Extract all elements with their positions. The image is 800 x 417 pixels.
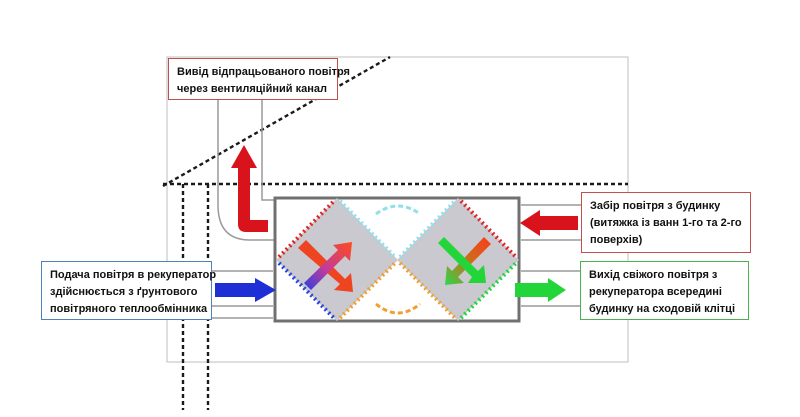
label-line: Забір повітря з будинку	[590, 200, 721, 212]
label-line: (витяжка із ванн 1-го та 2-го	[590, 217, 742, 229]
label-line: будинку на сходовій клітці	[589, 303, 735, 315]
cool-flow-arc	[375, 204, 421, 216]
label-fresh-out: Вихід свіжого повітря з рекуператора все…	[580, 261, 749, 320]
label-line: Подача повітря в рекуператор	[50, 269, 217, 281]
label-intake-house: Забір повітря з будинку (витяжка із ванн…	[581, 192, 751, 253]
supply-arrow	[215, 278, 276, 302]
label-line: Вихід свіжого повітря з	[589, 269, 718, 281]
flow-arrows-right	[438, 237, 491, 285]
label-line: повітряного теплообмінника	[50, 303, 208, 315]
fresh-air-arrow	[515, 278, 566, 302]
label-line: поверхів)	[590, 234, 643, 246]
exhaust-arrow	[231, 145, 268, 232]
label-line: Вивід відпрацьованого повітря	[177, 66, 350, 78]
label-supply-in: Подача повітря в рекуператор здійснюєтьс…	[41, 261, 217, 320]
exhaust-duct	[217, 100, 275, 241]
side-ducts	[212, 204, 582, 319]
label-line: здійснюється з ґрунтового	[50, 286, 198, 298]
label-exhaust-out: Вивід відпрацьованого повітря через вент…	[168, 58, 350, 100]
plate-seams	[277, 199, 518, 320]
flow-arrows-left	[298, 240, 353, 292]
label-line: рекуператора всередині	[589, 286, 722, 298]
warm-flow-arc	[375, 302, 421, 315]
label-line: через вентиляційний канал	[177, 83, 327, 95]
intake-arrow	[520, 210, 578, 236]
